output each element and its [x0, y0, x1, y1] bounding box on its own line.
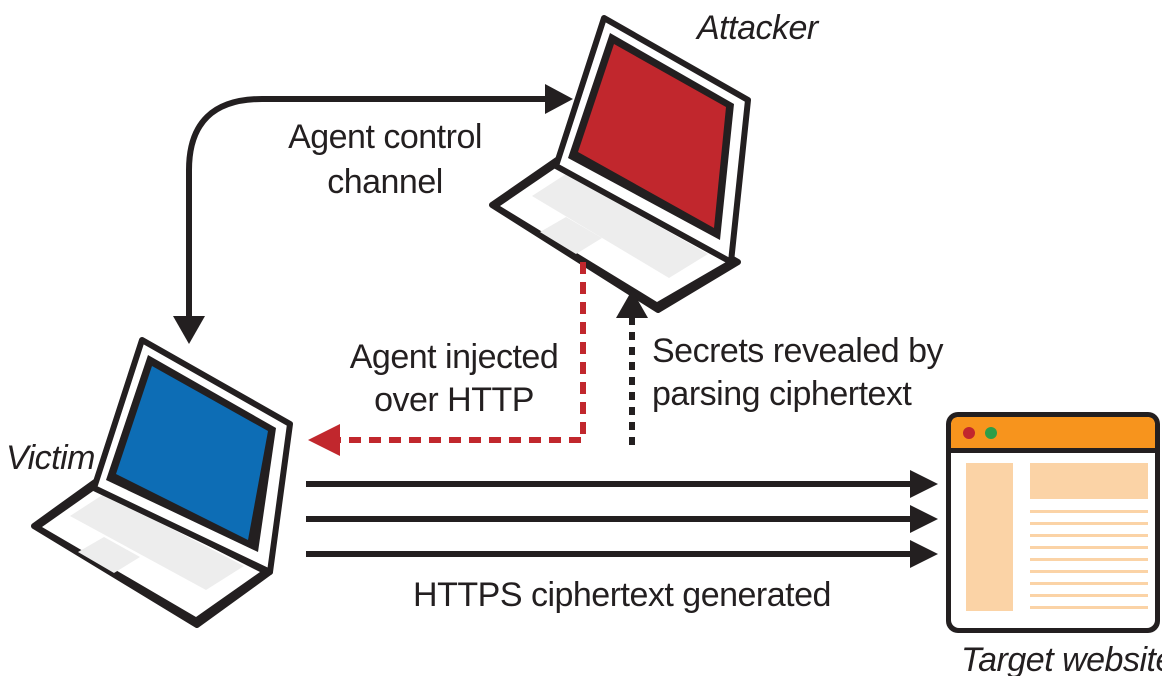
target-website-label: Target website: [961, 641, 1162, 676]
attacker-screen: [578, 44, 726, 228]
https-label: HTTPS ciphertext generated: [413, 576, 831, 614]
sidebar-panel: [966, 463, 1013, 611]
secrets-label-line1: Secrets revealed by: [652, 332, 943, 370]
secrets-label-line2: parsing ciphertext: [652, 375, 912, 413]
control-channel-label-line2: channel: [327, 163, 443, 201]
browser-window-icon: [946, 412, 1160, 633]
injected-arrow: [308, 262, 586, 456]
injected-label-line2: over HTTP: [374, 381, 534, 419]
maximize-dot: [985, 427, 997, 439]
attacker-laptop-icon: [489, 15, 751, 313]
https-arrows: [306, 470, 938, 568]
content-lines: [1030, 510, 1148, 609]
close-dot: [963, 427, 975, 439]
victim-laptop-icon: [31, 337, 293, 628]
attacker-label: Attacker: [695, 9, 820, 47]
control-channel-label-line1: Agent control: [288, 118, 482, 156]
victim-screen: [116, 366, 268, 540]
header-block: [1030, 463, 1148, 499]
secrets-arrow: [616, 290, 648, 445]
injected-label-line1: Agent injected: [350, 338, 559, 376]
victim-label: Victim: [6, 439, 95, 477]
control-channel-arrow: [173, 84, 573, 344]
